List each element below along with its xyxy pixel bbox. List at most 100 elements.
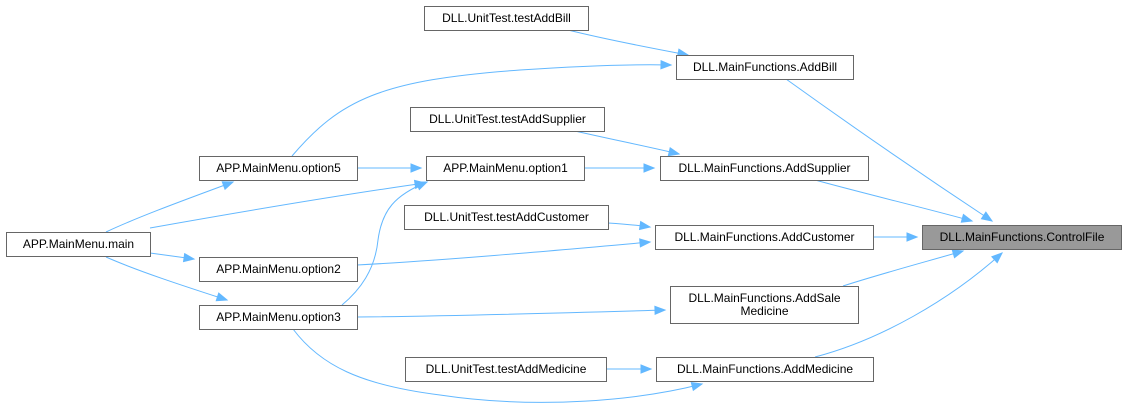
arrowhead: [690, 381, 704, 392]
node-label: Medicine: [740, 304, 788, 318]
edge-line: [842, 250, 964, 287]
edge-testaddbill-to-addbill: [567, 29, 690, 58]
arrowhead: [221, 181, 235, 191]
node-box: [199, 257, 358, 282]
arrowhead: [660, 60, 673, 70]
edge-option3-to-addsalemedicine: [356, 305, 667, 318]
node-box: [424, 6, 589, 31]
node-main[interactable]: APP.MainMenu.main: [6, 232, 151, 257]
node-label: DLL.MainFunctions.AddSupplier: [678, 161, 850, 175]
edge-line: [105, 256, 228, 301]
edge-addsupplier-to-controlfile: [814, 179, 974, 223]
edge-option1-to-addsupplier: [584, 163, 656, 173]
node-label: APP.MainMenu.option2: [216, 262, 341, 276]
node-testaddsupplier[interactable]: DLL.UnitTest.testAddSupplier: [410, 107, 605, 132]
node-label: DLL.MainFunctions.ControlFile: [940, 230, 1105, 244]
edges-layer: [105, 29, 1004, 403]
node-label: APP.MainMenu.main: [23, 237, 134, 251]
node-box: [6, 232, 151, 257]
node-addbill[interactable]: DLL.MainFunctions.AddBill: [676, 55, 854, 80]
node-label: DLL.MainFunctions.AddMedicine: [677, 362, 853, 376]
edge-line: [292, 328, 703, 403]
edge-option3-to-addmedicine: [292, 328, 704, 403]
node-addsupplier[interactable]: DLL.MainFunctions.AddSupplier: [660, 156, 869, 181]
edge-line: [356, 309, 666, 318]
edge-main-to-option2: [149, 252, 196, 263]
edge-main-to-option1: [149, 179, 427, 229]
edge-option2-to-addcustomer: [356, 238, 652, 266]
node-box: [410, 107, 605, 132]
node-label: DLL.UnitTest.testAddSupplier: [429, 112, 586, 126]
arrowhead: [415, 181, 429, 191]
arrowhead: [638, 220, 652, 231]
node-addmedicine[interactable]: DLL.MainFunctions.AddMedicine: [656, 357, 874, 382]
node-label: DLL.MainFunctions.AddSale: [688, 291, 840, 305]
node-option1[interactable]: APP.MainMenu.option1: [426, 156, 585, 181]
node-label: DLL.UnitTest.testAddMedicine: [426, 362, 587, 376]
arrowhead: [980, 211, 994, 222]
arrowhead: [951, 249, 965, 259]
edge-testaddcustomer-to-addcustomer: [607, 220, 652, 231]
node-box: [405, 357, 607, 382]
node-testaddmedicine[interactable]: DLL.UnitTest.testAddMedicine: [405, 357, 607, 382]
edge-main-to-option3: [105, 256, 229, 302]
arrowhead: [182, 252, 196, 263]
node-box: [404, 205, 609, 230]
node-box: [655, 225, 874, 250]
node-box: [922, 225, 1122, 250]
node-box: [199, 156, 358, 181]
arrowhead: [654, 305, 667, 316]
node-label: DLL.MainFunctions.AddBill: [693, 60, 837, 74]
edge-addmedicine-to-controlfile: [814, 252, 1004, 358]
node-box: [676, 55, 854, 80]
nodes-layer: DLL.MainFunctions.ControlFileDLL.MainFun…: [6, 6, 1122, 382]
edge-line: [356, 241, 651, 266]
edge-option3-to-option1: [341, 181, 429, 306]
arrowhead: [960, 213, 974, 223]
node-box: [656, 357, 874, 382]
edge-line: [291, 64, 672, 157]
node-testaddcustomer[interactable]: DLL.UnitTest.testAddCustomer: [404, 205, 609, 230]
node-label: DLL.MainFunctions.AddCustomer: [674, 230, 854, 244]
node-label: APP.MainMenu.option3: [216, 310, 341, 324]
edge-option5-to-addbill: [291, 60, 673, 157]
node-label: APP.MainMenu.option5: [216, 161, 341, 175]
node-addcustomer[interactable]: DLL.MainFunctions.AddCustomer: [655, 225, 874, 250]
edge-option5-to-option1: [357, 163, 423, 173]
arrowhead: [667, 146, 681, 157]
edge-line: [574, 130, 680, 155]
arrowhead: [643, 163, 656, 173]
node-testaddbill[interactable]: DLL.UnitTest.testAddBill: [424, 6, 589, 31]
arrowhead: [410, 163, 423, 173]
node-box: [670, 286, 859, 324]
edge-line: [105, 181, 234, 233]
node-label: DLL.UnitTest.testAddBill: [442, 11, 571, 25]
edge-addcustomer-to-controlfile: [873, 232, 919, 242]
arrowhead: [640, 364, 653, 374]
edge-addsalemedicine-to-controlfile: [842, 249, 965, 287]
edge-testaddmedicine-to-addmedicine: [606, 364, 653, 374]
node-box: [426, 156, 585, 181]
arrowhead: [215, 292, 229, 302]
edge-line: [785, 78, 993, 222]
node-option2[interactable]: APP.MainMenu.option2: [199, 257, 358, 282]
edge-main-to-option5: [105, 181, 235, 233]
node-option5[interactable]: APP.MainMenu.option5: [199, 156, 358, 181]
node-option3[interactable]: APP.MainMenu.option3: [199, 305, 358, 330]
node-box: [660, 156, 869, 181]
edge-line: [814, 252, 1003, 358]
edge-line: [149, 182, 426, 229]
arrowhead: [906, 232, 919, 242]
node-controlfile[interactable]: DLL.MainFunctions.ControlFile: [922, 225, 1122, 250]
node-label: DLL.UnitTest.testAddCustomer: [424, 210, 589, 224]
edge-testaddsupplier-to-addsupplier: [574, 130, 681, 157]
edge-line: [814, 179, 973, 222]
arrowhead: [639, 238, 652, 248]
edge-line: [567, 29, 689, 56]
arrowhead: [991, 252, 1004, 264]
edge-line: [341, 181, 428, 306]
node-label: APP.MainMenu.option1: [443, 161, 568, 175]
edge-addbill-to-controlfile: [785, 78, 994, 222]
